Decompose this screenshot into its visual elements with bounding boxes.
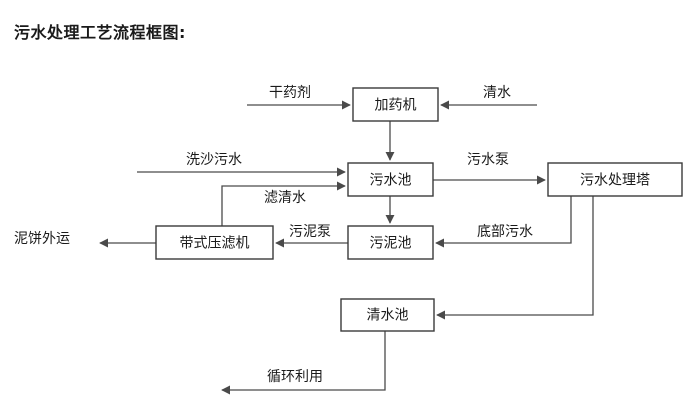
edge-label-clean-water: 清水 <box>483 85 511 101</box>
terminal-label-mud-cake-transport: 泥饼外运 <box>14 231 70 247</box>
node-belt-filter-press-box <box>155 225 274 260</box>
node-sludge-pool-box <box>347 225 434 260</box>
terminal-label-recycle-reuse: 循环利用 <box>267 369 323 385</box>
node-sewage-pool-label: 污水池 <box>370 173 412 189</box>
node-clear-water-pool[interactable]: 清水池 <box>340 298 435 332</box>
node-clear-water-pool-box <box>340 298 435 332</box>
node-clear-water-pool-label: 清水池 <box>367 308 409 324</box>
edge-label-filtrate: 滤清水 <box>264 190 306 206</box>
node-belt-filter-press-label: 带式压滤机 <box>180 236 250 252</box>
edge-label-wash-sand-sewage: 洗沙污水 <box>186 152 242 168</box>
edge-label-sludge-pump: 污泥泵 <box>289 224 331 240</box>
node-dosing-machine-label: 加药机 <box>375 98 417 114</box>
edge-bottom-water-line <box>435 196 572 248</box>
node-treatment-tower-label: 污水处理塔 <box>580 173 650 189</box>
edge-label-sewage-pump: 污水泵 <box>467 152 509 168</box>
node-dosing-machine[interactable]: 加药机 <box>352 87 439 122</box>
edge-filtrate-line <box>221 181 346 226</box>
node-treatment-tower[interactable]: 污水处理塔 <box>547 162 683 197</box>
edge-label-dry-agent: 干药剂 <box>269 85 311 101</box>
edge-label-bottom-sewage: 底部污水 <box>477 224 533 240</box>
page-title: 污水处理工艺流程框图: <box>14 23 186 42</box>
node-sewage-pool[interactable]: 污水池 <box>347 162 434 197</box>
node-sewage-pool-box <box>347 162 434 197</box>
node-treatment-tower-box <box>547 162 683 197</box>
edge-tower-to-clearwater-line <box>436 196 594 320</box>
node-dosing-machine-box <box>352 87 439 122</box>
node-belt-filter-press[interactable]: 带式压滤机 <box>155 225 274 260</box>
node-sludge-pool[interactable]: 污泥池 <box>347 225 434 260</box>
edge-recycle-line <box>221 331 386 395</box>
node-sludge-pool-label: 污泥池 <box>370 236 412 252</box>
